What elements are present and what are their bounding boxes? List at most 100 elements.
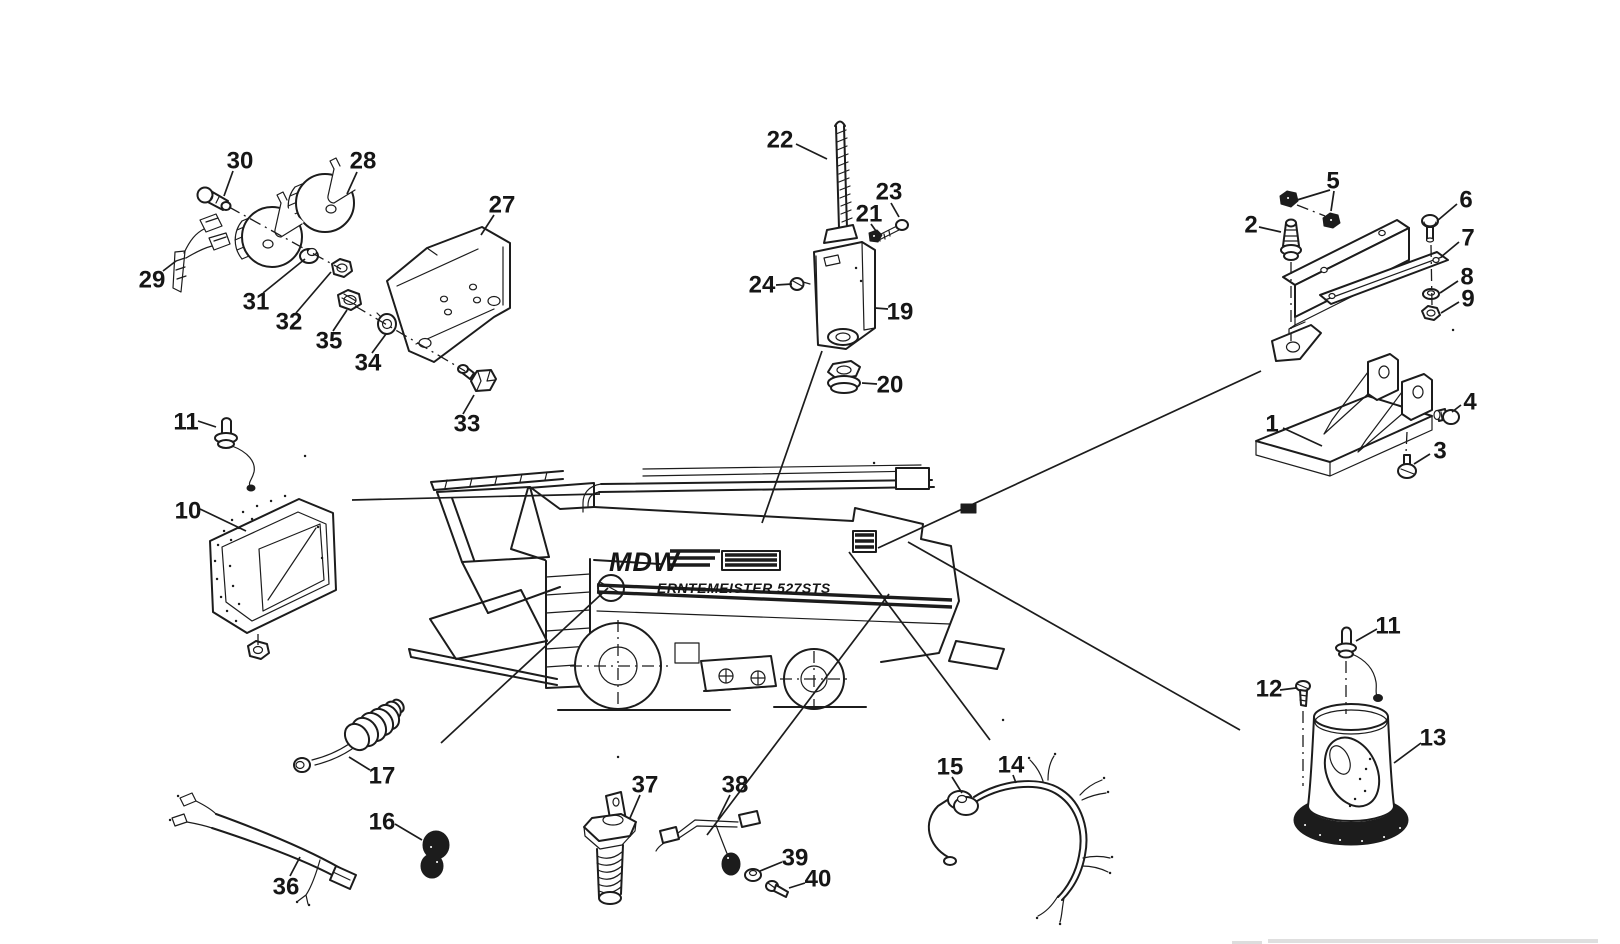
part-label-32: 32: [276, 309, 303, 336]
part-label-11: 11: [173, 409, 198, 436]
callout-line: [706, 593, 890, 836]
part-label-28: 28: [350, 148, 377, 175]
part-8-washer: [1422, 288, 1440, 300]
part-13-beacon: [1293, 703, 1409, 846]
part-label-13: 13: [1420, 725, 1447, 752]
part-1-bracket: [1255, 353, 1433, 477]
part-23-screw: [874, 219, 909, 242]
part-38-cable: [655, 810, 761, 876]
brand-logo: MDW: [609, 547, 681, 577]
label-leader-29: [162, 260, 177, 272]
label-leader-20: [861, 382, 878, 385]
part-label-16: 16: [369, 809, 396, 836]
part-40-screw: [765, 880, 789, 898]
part-17-sensor-plug: [293, 698, 405, 773]
label-leader-12: [1279, 687, 1297, 691]
part-label-35: 35: [316, 328, 343, 355]
part-label-37: 37: [632, 772, 659, 799]
label-leader-2: [1258, 226, 1282, 233]
part-29-wire-terminal: [172, 213, 231, 293]
part-label-30: 30: [227, 148, 254, 175]
part-33-bolt: [457, 364, 497, 392]
part-label-15: 15: [937, 754, 964, 781]
part-16-grommet: [420, 830, 450, 879]
label-leader-11: [1355, 628, 1378, 642]
part-label-39: 39: [782, 845, 809, 872]
part-label-27: 27: [489, 192, 516, 219]
callout-line: [907, 541, 1241, 731]
part-2-fitting: [1280, 218, 1302, 261]
part-label-7: 7: [1461, 225, 1474, 252]
part-label-8: 8: [1460, 264, 1473, 291]
part-label-3: 3: [1433, 438, 1446, 465]
part-36-cable: [168, 792, 357, 907]
part-22-threaded-rod: [834, 120, 853, 229]
model-text: ERNTEMEISTER 527STS: [657, 580, 831, 596]
part-39-nut: [744, 868, 762, 882]
center-line: [1405, 431, 1408, 454]
part-label-21: 21: [856, 201, 883, 228]
part-20-gland-nut: [827, 360, 861, 394]
part-label-17: 17: [369, 763, 396, 790]
part-10-work-lamp: [209, 494, 337, 660]
part-label-19: 19: [887, 299, 914, 326]
part-30-bolt: [196, 186, 232, 211]
part-19-switch-body: [813, 224, 876, 350]
label-leader-11: [197, 420, 217, 428]
label-leader-37: [629, 794, 641, 819]
label-leader-31: [262, 258, 306, 294]
center-line: [228, 206, 342, 270]
label-leader-27: [480, 214, 495, 236]
callout-line: [877, 370, 1262, 549]
label-leader-10: [199, 508, 247, 532]
label-leader-32: [295, 271, 332, 314]
label-leader-35: [332, 309, 348, 332]
label-leader-7: [1440, 241, 1460, 258]
part-label-24: 24: [749, 272, 776, 299]
part-35-nut: [337, 289, 362, 311]
part-label-5: 5: [1326, 168, 1339, 195]
label-leader-4: [1451, 404, 1462, 413]
center-line: [1430, 244, 1433, 307]
part-37-sensor: [583, 791, 637, 905]
callout-line: [761, 350, 823, 524]
label-leader-38: [717, 794, 731, 820]
part-label-36: 36: [273, 874, 300, 901]
label-leader-19: [874, 307, 889, 310]
callout-lines-layer: [351, 350, 1262, 836]
label-leader-24: [775, 283, 793, 286]
label-leader-1: [1282, 427, 1323, 447]
part-label-2: 2: [1244, 212, 1257, 239]
label-leader-3: [1413, 453, 1431, 465]
part-label-22: 22: [767, 127, 794, 154]
label-leader-5: [1330, 190, 1335, 212]
label-leader-17: [348, 756, 371, 771]
part-14-harness: [928, 752, 1114, 926]
part-label-6: 6: [1459, 187, 1472, 214]
part-28-clamp-halves: [234, 157, 357, 268]
callout-line: [848, 551, 991, 741]
part-4-bolt: [1433, 408, 1460, 425]
part-label-14: 14: [998, 752, 1025, 779]
callout-line: [440, 587, 609, 744]
label-leader-30: [223, 170, 234, 197]
label-leader-36: [289, 856, 301, 877]
label-leader-16: [394, 823, 423, 841]
label-leader-33: [462, 394, 475, 415]
part-label-40: 40: [805, 866, 832, 893]
part-label-33: 33: [454, 411, 481, 438]
label-leader-21: [870, 223, 877, 232]
part-label-10: 10: [175, 498, 202, 525]
label-leader-14: [1012, 774, 1017, 784]
part-label-4: 4: [1463, 389, 1477, 416]
center-line: [354, 305, 466, 372]
part-11-bulb-right: [1335, 626, 1383, 702]
part-9-nut: [1421, 305, 1441, 321]
part-label-20: 20: [877, 372, 904, 399]
part-label-29: 29: [139, 267, 166, 294]
label-leader-23: [890, 202, 900, 218]
